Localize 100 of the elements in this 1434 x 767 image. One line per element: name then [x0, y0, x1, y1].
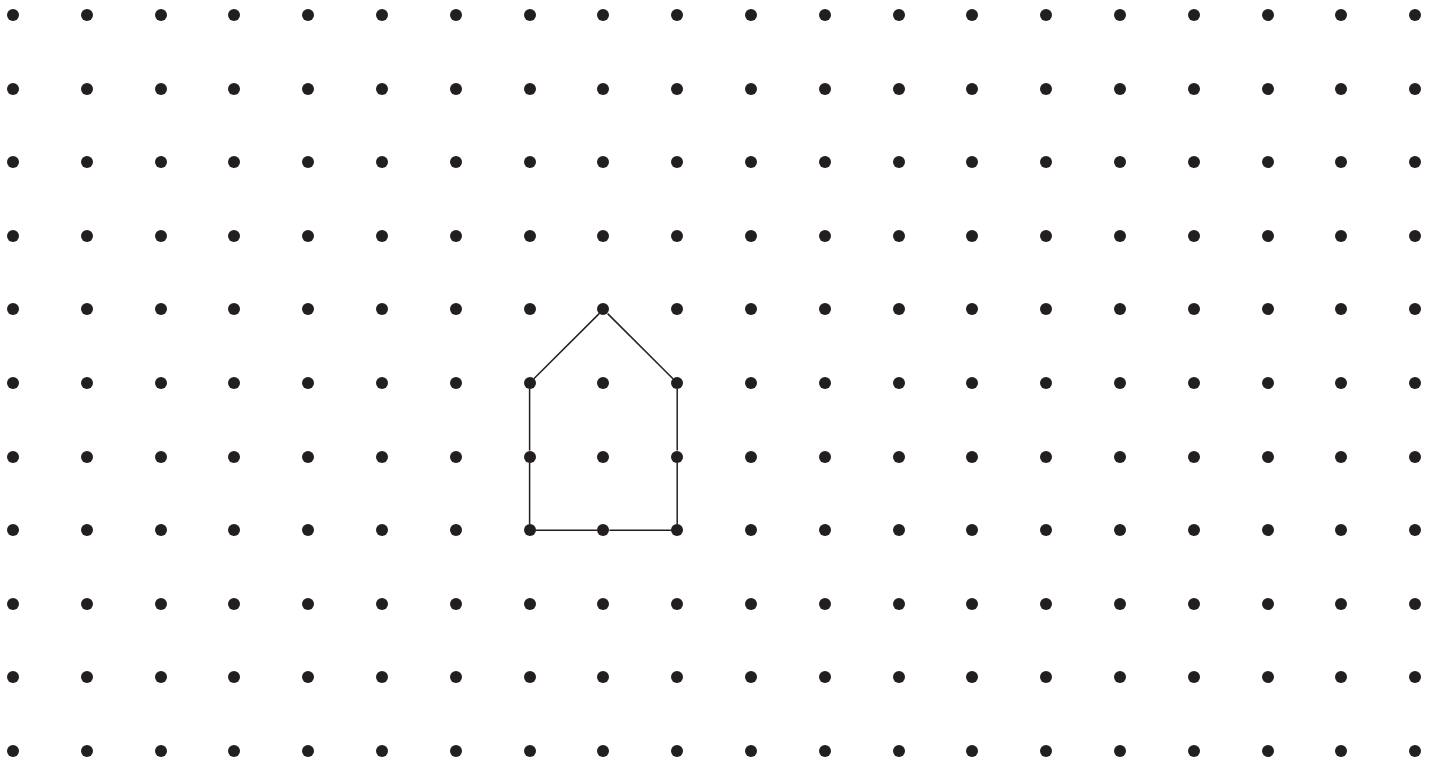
line-segment [528, 388, 531, 452]
grid-dot [449, 377, 462, 389]
grid-dot [1261, 377, 1274, 389]
grid-dot [892, 745, 905, 757]
grid-dot [302, 9, 315, 21]
grid-dot [818, 450, 831, 463]
grid-dot [449, 524, 462, 537]
grid-dot [671, 303, 684, 316]
grid-dot [818, 9, 831, 21]
grid-dot [7, 597, 19, 610]
grid-dot [597, 671, 610, 684]
grid-dot [228, 229, 241, 242]
grid-dot [1114, 229, 1126, 242]
grid-dot [818, 671, 831, 684]
grid-dot [154, 229, 167, 242]
grid-dot [228, 745, 241, 757]
grid-dot [376, 377, 388, 389]
grid-dot [302, 597, 315, 610]
grid-dot [745, 82, 757, 95]
grid-dot [523, 9, 536, 21]
grid-dot [1409, 156, 1422, 169]
grid-dot [745, 377, 757, 389]
grid-dot [966, 745, 979, 757]
grid-dot [1409, 671, 1422, 684]
grid-dot [376, 597, 388, 610]
line-segment [533, 312, 600, 380]
grid-dot [597, 156, 610, 169]
grid-dot [302, 524, 315, 537]
grid-dot [1114, 377, 1126, 389]
grid-dot [1187, 745, 1200, 757]
grid-dot [1114, 671, 1126, 684]
grid-dot [228, 671, 241, 684]
grid-dot [449, 156, 462, 169]
grid-dot [302, 671, 315, 684]
grid-dot [818, 229, 831, 242]
grid-dot [80, 156, 93, 169]
grid-dot [597, 377, 610, 389]
grid-dot [1409, 450, 1422, 463]
grid-dot [1409, 229, 1422, 242]
grid-dot [154, 9, 167, 21]
grid-dot [449, 82, 462, 95]
grid-dot [966, 671, 979, 684]
grid-dot [1187, 303, 1200, 316]
grid-dot [1187, 82, 1200, 95]
grid-dot [1261, 450, 1274, 463]
grid-dot [597, 229, 610, 242]
grid-dot [671, 745, 684, 757]
grid-dot [818, 597, 831, 610]
grid-dot [1261, 156, 1274, 169]
grid-dot [1261, 82, 1274, 95]
grid-dot [376, 450, 388, 463]
grid-dot [818, 156, 831, 169]
grid-dot [523, 597, 536, 610]
grid-dot [80, 303, 93, 316]
grid-dot [1040, 156, 1053, 169]
line-segment [676, 388, 678, 452]
grid-dot [523, 303, 536, 316]
grid-dot [1187, 377, 1200, 389]
grid-dot [671, 377, 684, 389]
grid-dot [1187, 597, 1200, 610]
grid-dot [745, 303, 757, 316]
grid-dot [892, 671, 905, 684]
grid-dot [1335, 82, 1348, 95]
grid-dot [745, 9, 757, 21]
grid-dot [376, 156, 388, 169]
grid-dot [1114, 156, 1126, 169]
grid-dot [1335, 745, 1348, 757]
grid-dot [597, 450, 610, 463]
grid-dot [449, 745, 462, 757]
grid-dot [154, 377, 167, 389]
grid-dot [302, 450, 315, 463]
grid-dot [1335, 377, 1348, 389]
line-segment [528, 461, 531, 525]
line-segment [534, 529, 599, 531]
grid-dot [228, 303, 241, 316]
grid-dot [228, 450, 241, 463]
grid-dot [7, 303, 19, 316]
grid-dot [1040, 82, 1053, 95]
grid-dot [1409, 82, 1422, 95]
grid-dot [376, 229, 388, 242]
grid-dot [228, 524, 241, 537]
grid-dot [449, 597, 462, 610]
grid-dot [597, 9, 610, 21]
grid-dot [228, 9, 241, 21]
grid-dot [523, 524, 536, 537]
grid-dot [80, 450, 93, 463]
grid-dot [1335, 524, 1348, 537]
grid-dot [1335, 597, 1348, 610]
grid-dot [892, 9, 905, 21]
grid-dot [80, 524, 93, 537]
grid-dot [154, 82, 167, 95]
grid-dot [228, 377, 241, 389]
grid-dot [1040, 229, 1053, 242]
grid-dot [671, 156, 684, 169]
grid-dot [1114, 82, 1126, 95]
grid-dot [1040, 9, 1053, 21]
grid-dot [966, 524, 979, 537]
line-segment [606, 312, 674, 380]
grid-dot [966, 156, 979, 169]
grid-dot [154, 597, 167, 610]
